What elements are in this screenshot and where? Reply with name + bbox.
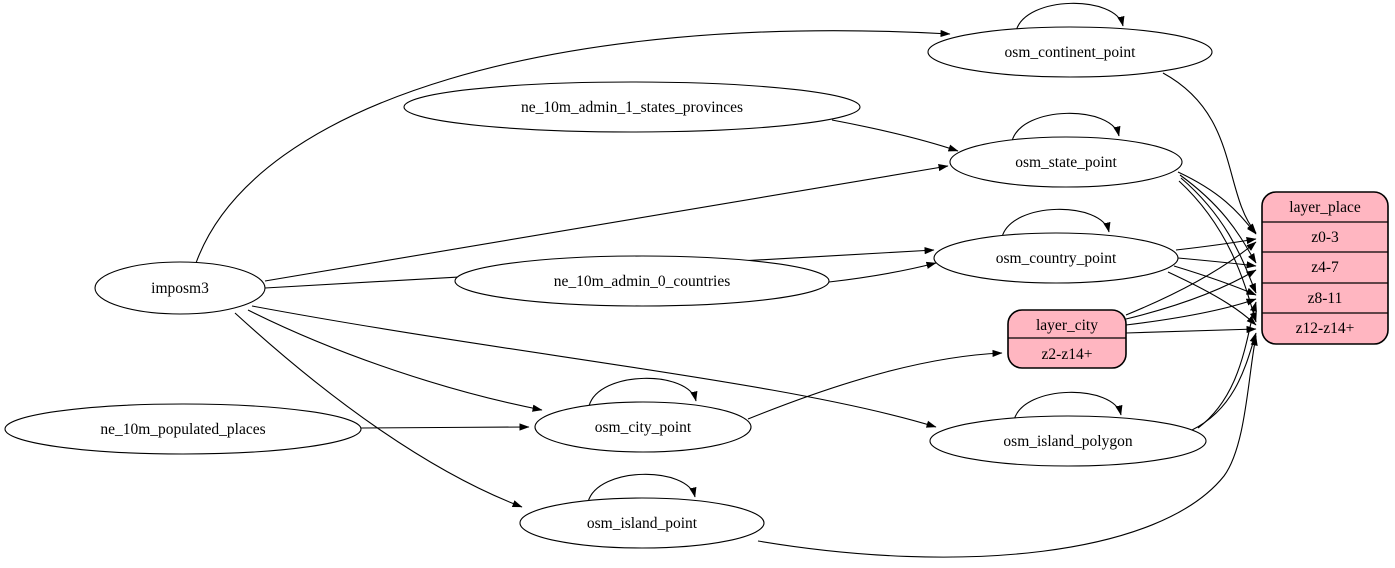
node-osm_state_point: osm_state_point [949, 136, 1183, 188]
node-osm_continent_point: osm_continent_point [927, 26, 1213, 78]
node-layer_place-title: layer_place [1289, 199, 1361, 216]
edges [195, 2, 1258, 558]
node-osm_island_polygon: osm_island_polygon [929, 415, 1207, 467]
node-osm_state_point-label: osm_state_point [1015, 154, 1117, 171]
self-loop-osm_island_polygon [1013, 391, 1123, 421]
node-ne_10m_admin_1_states_provinces-shape [403, 81, 861, 133]
node-osm_city_point-shape [534, 401, 752, 453]
node-ne_10m_admin_0_countries: ne_10m_admin_0_countries [454, 255, 830, 307]
edge-osm_state_point-layer_place-z12-z14 [1178, 180, 1257, 323]
edge-osm_island_polygon-layer_place-z12-z14 [1191, 332, 1257, 431]
self-loop-osm_state_point [1011, 112, 1121, 142]
node-osm_country_point: osm_country_point [933, 232, 1179, 284]
edge-osm_state_point-layer_place-z0-3 [1177, 171, 1257, 235]
node-imposm3-label: imposm3 [151, 280, 209, 297]
node-layer_city: layer_city z2-z14+ [1007, 309, 1127, 369]
node-osm_island_point: osm_island_point [519, 497, 765, 549]
edge-imposm3-osm_island_point [234, 312, 523, 508]
node-osm_city_point-label: osm_city_point [595, 419, 692, 436]
node-osm_island_point-label: osm_island_point [587, 515, 698, 532]
edge-osm_country_point-layer_place-z0-3 [1175, 237, 1257, 251]
self-loop-osm_city_point [588, 377, 698, 407]
edge-layer_city-layer_place-z8-11 [1125, 298, 1257, 326]
node-ne_10m_admin_0_countries-label: ne_10m_admin_0_countries [554, 273, 731, 290]
edge-osm_country_point-layer_place-z8-11 [1173, 265, 1257, 296]
edge-imposm3-osm_city_point [247, 309, 543, 412]
edge-ne_10m_admin_0_countries-osm_country_point [828, 261, 937, 283]
edge-imposm3-osm_island_polygon [251, 305, 937, 428]
node-ne_10m_populated_places: ne_10m_populated_places [4, 403, 362, 455]
node-layer_place-row-z8-11: z8-11 [1308, 290, 1343, 307]
node-layer_city-box [1007, 309, 1127, 369]
node-osm_continent_point-shape [927, 26, 1213, 78]
node-layer_place: layer_place z0-3 z4-7 z8-11 z12-z14+ [1261, 191, 1389, 345]
node-layer_city-title: layer_city [1036, 317, 1098, 334]
node-ne_10m_admin_1_states_provinces: ne_10m_admin_1_states_provinces [403, 81, 861, 133]
edge-layer_city-layer_place-z12-z14 [1125, 325, 1257, 334]
node-osm_city_point: osm_city_point [534, 401, 752, 453]
edge-osm_state_point-layer_place-z4-7 [1179, 174, 1257, 264]
node-layer_place-box [1261, 191, 1389, 345]
edge-osm_state_point-layer_place-z8-11 [1180, 177, 1257, 294]
edge-osm_country_point-layer_place-z4-7 [1177, 257, 1257, 269]
node-layer_city-row-z2-z14: z2-z14+ [1042, 346, 1093, 363]
node-osm_country_point-shape [933, 232, 1179, 284]
edge-osm_continent_point-layer_place-z0-3 [1162, 72, 1257, 234]
edge-imposm3-osm_continent_point [195, 29, 951, 264]
node-ne_10m_admin_0_countries-shape [454, 255, 830, 307]
node-osm_country_point-label: osm_country_point [996, 250, 1117, 267]
node-osm_island_polygon-label: osm_island_polygon [1003, 433, 1132, 450]
self-loop-osm_continent_point [1015, 2, 1125, 32]
node-ne_10m_populated_places-label: ne_10m_populated_places [100, 421, 265, 438]
node-ne_10m_populated_places-shape [4, 403, 362, 455]
node-osm_continent_point-label: osm_continent_point [1005, 44, 1137, 61]
node-osm_island_polygon-shape [929, 415, 1207, 467]
edge-osm_island_polygon-layer_place-z8-11 [1197, 301, 1257, 429]
node-ne_10m_admin_1_states_provinces-label: ne_10m_admin_1_states_provinces [521, 99, 743, 116]
self-loop-osm_country_point [1001, 208, 1111, 238]
edge-osm_city_point-layer_city-z2-z14 [747, 349, 1003, 420]
edge-ne_10m_admin_1_states_provinces-osm_state_point [831, 119, 959, 152]
node-layer_place-row-z4-7: z4-7 [1311, 259, 1339, 276]
node-layer_place-row-z0-3: z0-3 [1311, 229, 1339, 246]
edge-ne_10m_populated_places-osm_city_point [360, 423, 530, 431]
edge-osm_country_point-layer_place-z12-z14 [1167, 271, 1257, 326]
edge-osm_island_point-layer_place-z12-z14 [757, 335, 1258, 558]
node-imposm3: imposm3 [94, 261, 266, 315]
node-osm_island_point-shape [519, 497, 765, 549]
node-imposm3-shape [94, 261, 266, 315]
edge-layer_city-layer_place-z4-7 [1125, 269, 1257, 320]
node-osm_state_point-shape [949, 136, 1183, 188]
self-loop-osm_island_point [587, 473, 697, 503]
node-layer_place-row-z12-z14: z12-z14+ [1296, 320, 1355, 337]
